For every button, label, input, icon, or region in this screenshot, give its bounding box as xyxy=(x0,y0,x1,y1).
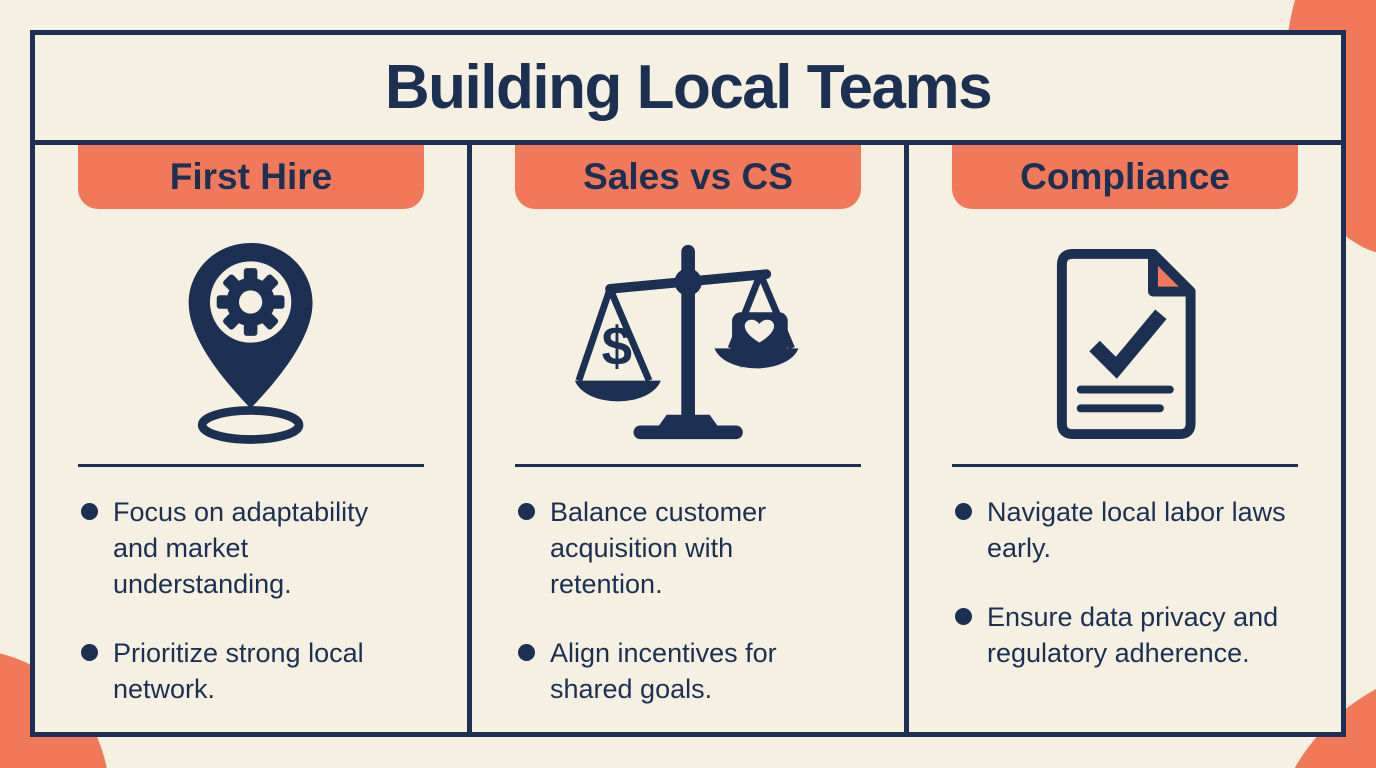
column-sales-vs-cs: Sales vs CS $ xyxy=(467,145,904,732)
bullet-dot xyxy=(81,503,98,520)
bullet-item: Prioritize strong local network. xyxy=(81,635,443,707)
bullet-text: Navigate local labor laws early. xyxy=(987,497,1286,563)
infographic-frame: Building Local Teams First Hire xyxy=(30,30,1346,737)
column-compliance: Compliance Navigate local labor laws ear… xyxy=(904,145,1341,732)
bullet-text: Prioritize strong local network. xyxy=(113,638,364,704)
bullet-text: Ensure data privacy and regulatory adher… xyxy=(987,602,1279,668)
location-pin-gear-icon xyxy=(178,241,323,454)
columns-row: First Hire xyxy=(35,145,1341,732)
dollar-symbol: $ xyxy=(602,316,632,377)
section-divider xyxy=(515,464,861,467)
column-header-pill: Compliance xyxy=(952,145,1298,209)
bullet-item: Navigate local labor laws early. xyxy=(955,494,1317,566)
location-pin-gear-graphic xyxy=(189,242,313,444)
bullet-dot xyxy=(955,503,972,520)
bullet-dot xyxy=(955,608,972,625)
column-header-label: Compliance xyxy=(1020,156,1230,197)
checkmark-icon xyxy=(1089,309,1167,379)
column-header-label: Sales vs CS xyxy=(583,156,793,197)
bullet-item: Focus on adaptability and market underst… xyxy=(81,494,443,602)
bullet-text: Focus on adaptability and market underst… xyxy=(113,497,369,599)
folded-corner xyxy=(1147,248,1196,297)
page-title: Building Local Teams xyxy=(384,53,993,122)
bullet-list: Navigate local labor laws early. Ensure … xyxy=(909,494,1341,671)
bullet-list: Focus on adaptability and market underst… xyxy=(35,494,467,707)
document-check-graphic xyxy=(1056,248,1196,440)
balance-scale-graphic: $ xyxy=(574,244,799,440)
section-divider xyxy=(952,464,1298,467)
column-first-hire: First Hire xyxy=(35,145,467,732)
column-header-pill: First Hire xyxy=(78,145,424,209)
bullet-dot xyxy=(81,644,98,661)
bullet-text: Balance customer acquisition with retent… xyxy=(550,497,767,599)
column-header-label: First Hire xyxy=(169,156,333,197)
bullet-dot xyxy=(518,503,535,520)
bullet-list: Balance customer acquisition with retent… xyxy=(472,494,904,707)
title-band: Building Local Teams xyxy=(35,35,1341,145)
bullet-item: Balance customer acquisition with retent… xyxy=(518,494,880,602)
section-divider xyxy=(78,464,424,467)
bullet-dot xyxy=(518,644,535,661)
bullet-item: Align incentives for shared goals. xyxy=(518,635,880,707)
bullet-item: Ensure data privacy and regulatory adher… xyxy=(955,599,1317,671)
document-check-icon xyxy=(1051,241,1200,454)
bullet-text: Align incentives for shared goals. xyxy=(550,638,777,704)
gear-icon xyxy=(217,268,285,336)
balance-scale-icon: $ xyxy=(571,241,805,454)
column-header-pill: Sales vs CS xyxy=(515,145,861,209)
heart-chat-bubble-icon xyxy=(731,312,788,368)
